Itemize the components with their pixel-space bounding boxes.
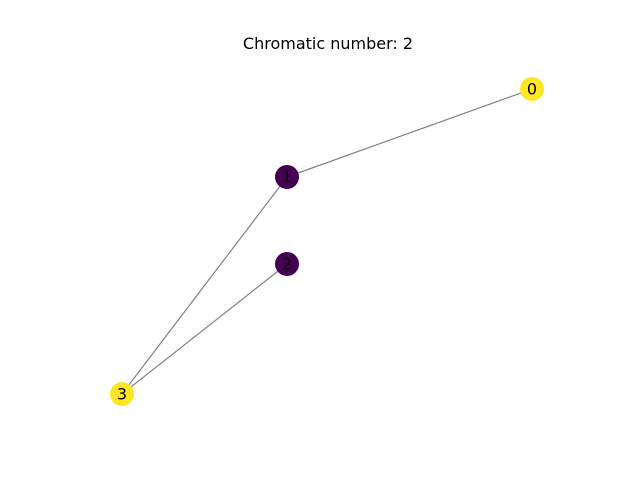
node-circle-1 <box>275 165 299 189</box>
node-circle-3 <box>110 382 134 406</box>
chart-title: Chromatic number: 2 <box>243 34 413 53</box>
node-0: 0 <box>520 77 544 101</box>
edge-2-3 <box>121 263 288 395</box>
node-label-2: 2 <box>282 255 292 274</box>
edge-0-1 <box>286 88 533 178</box>
node-2: 2 <box>275 252 299 276</box>
node-3: 3 <box>110 382 134 406</box>
node-label-1: 1 <box>282 168 292 187</box>
node-circle-0 <box>520 77 544 101</box>
edge-1-3 <box>121 176 288 395</box>
node-label-0: 0 <box>527 80 537 99</box>
nodes-layer: 0 1 2 3 <box>110 77 544 406</box>
edges-layer <box>121 88 533 395</box>
node-label-3: 3 <box>117 385 127 404</box>
node-1: 1 <box>275 165 299 189</box>
node-circle-2 <box>275 252 299 276</box>
